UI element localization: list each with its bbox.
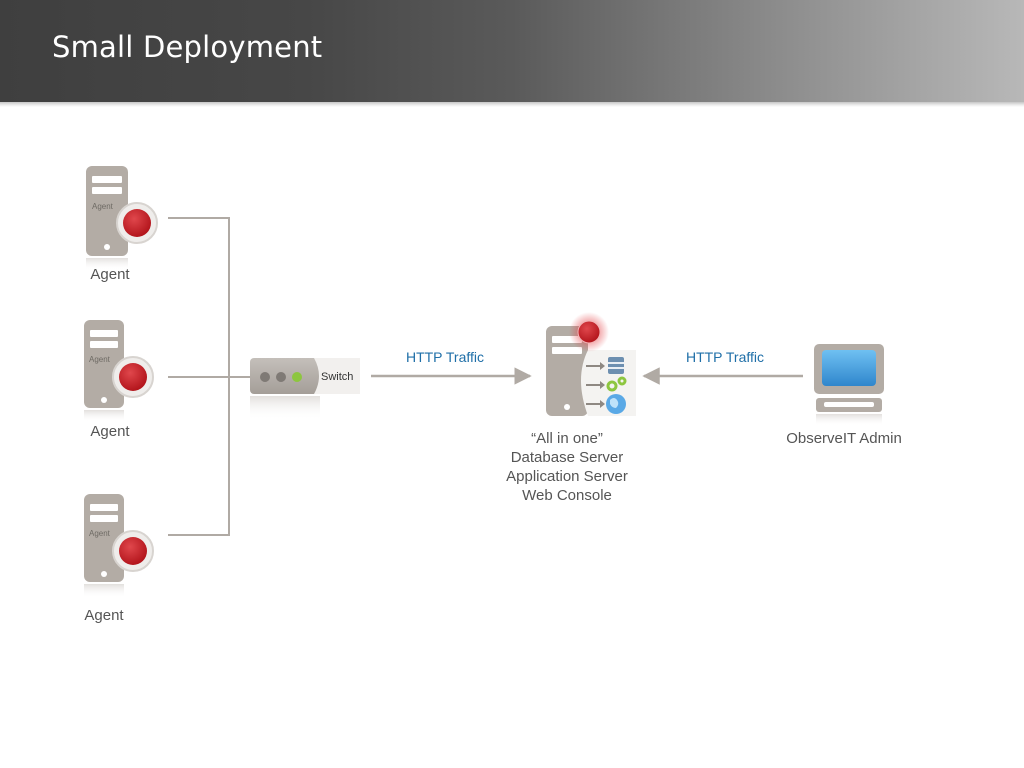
database-icon xyxy=(608,357,624,374)
admin-computer-icon[interactable] xyxy=(814,344,884,426)
agent-server-icon[interactable]: Agent xyxy=(86,166,158,270)
gears-icon xyxy=(606,376,627,392)
agent-tag-text: Agent xyxy=(89,529,111,538)
title-bar-shadow xyxy=(0,102,1024,107)
agent-server-icon[interactable]: Agent xyxy=(84,494,154,598)
server-caption-line: Application Server xyxy=(506,468,628,485)
server-caption-line: “All in one” xyxy=(531,430,603,447)
server-caption-line: Database Server xyxy=(510,449,624,466)
admin-label: ObserveIT Admin xyxy=(786,430,902,447)
agent-label: Agent xyxy=(84,607,124,624)
agent-server-icon[interactable]: Agent xyxy=(84,320,154,422)
agent-label: Agent xyxy=(90,266,130,283)
http-traffic-label-left: HTTP Traffic xyxy=(405,349,485,365)
server-caption-line: Web Console xyxy=(522,487,612,504)
agent-tag-text: Agent xyxy=(92,202,114,211)
agent-label: Agent xyxy=(90,423,130,440)
agent-connectors xyxy=(168,217,250,536)
http-traffic-label-right: HTTP Traffic xyxy=(685,349,765,365)
slide-title: Small Deployment xyxy=(52,30,323,64)
agent-tag-text: Agent xyxy=(89,355,111,364)
title-bar: Small Deployment xyxy=(0,0,1024,104)
switch-label: Switch xyxy=(321,371,353,383)
network-switch-icon[interactable]: Switch xyxy=(250,358,360,420)
all-in-one-server-icon[interactable] xyxy=(546,312,636,416)
globe-icon xyxy=(606,394,626,414)
server-caption: “All in one” Database Server Application… xyxy=(506,429,628,505)
